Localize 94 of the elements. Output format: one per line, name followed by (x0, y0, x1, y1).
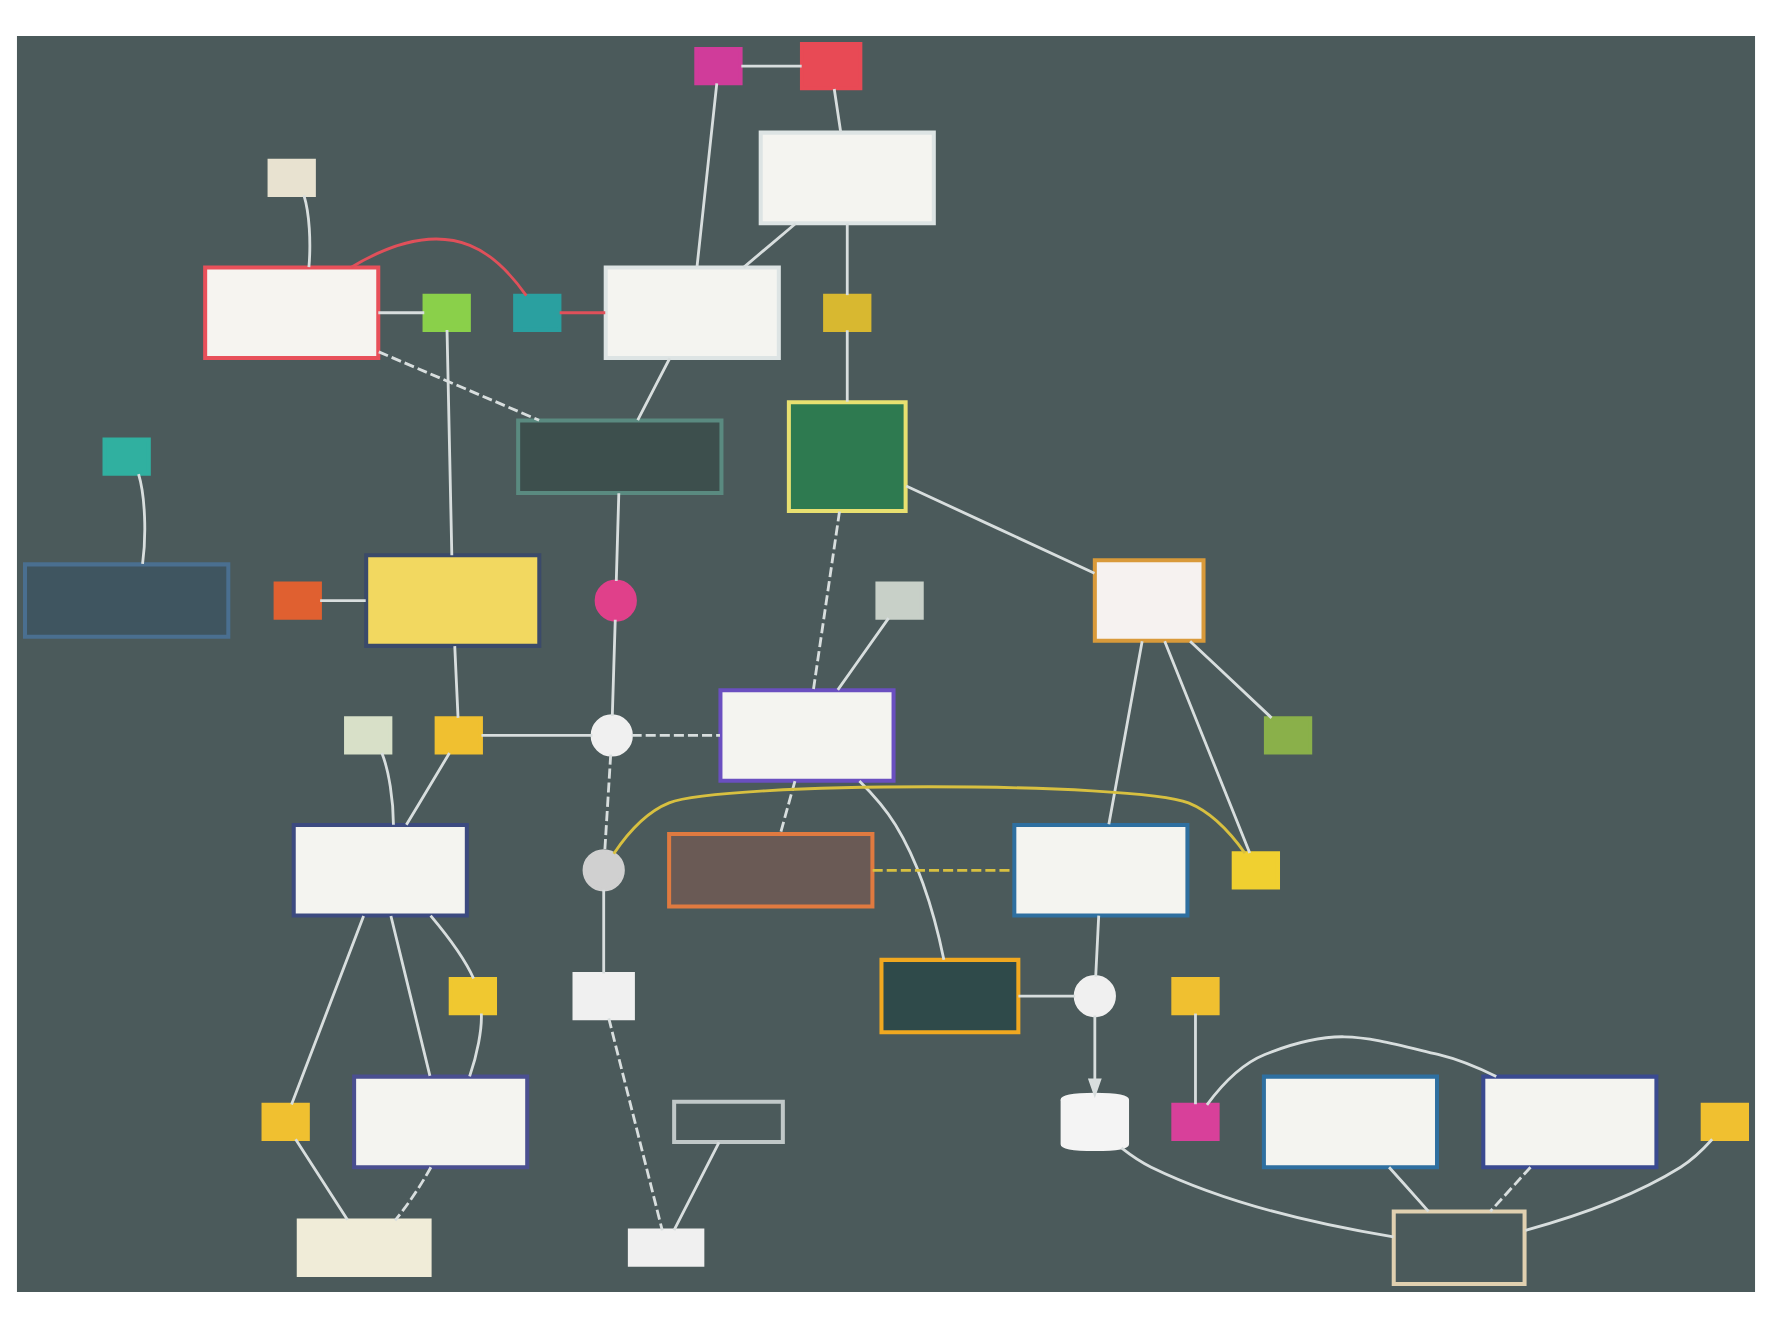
connector (741, 64, 802, 68)
connector (742, 222, 797, 269)
connector (636, 357, 671, 421)
connector (468, 1013, 483, 1077)
node-box (267, 158, 316, 198)
node-box (448, 977, 498, 1016)
connector (1018, 994, 1076, 998)
connector (1388, 1166, 1430, 1213)
connector (405, 752, 451, 826)
connector (1525, 1138, 1714, 1232)
connector (695, 83, 719, 267)
node-box (102, 437, 151, 476)
connector (607, 1018, 664, 1231)
connector (1489, 1166, 1532, 1213)
node-box (1261, 1074, 1440, 1170)
connector (1194, 1013, 1197, 1105)
connector (290, 915, 365, 1106)
node-box (1171, 977, 1220, 1016)
node-circle (594, 579, 637, 622)
connector (845, 330, 849, 402)
node-box (627, 1228, 705, 1267)
connector (481, 734, 593, 737)
node-box (572, 971, 635, 1021)
node-box (823, 293, 872, 332)
connector (610, 619, 617, 716)
connector (1107, 641, 1144, 825)
node-box (879, 957, 1021, 1035)
node-box (516, 418, 724, 495)
connector (1189, 640, 1273, 719)
connector (836, 617, 890, 691)
connector (858, 780, 946, 960)
node-box (603, 265, 781, 361)
connector (631, 734, 720, 737)
connector (380, 752, 395, 825)
connector (778, 780, 797, 835)
connector (389, 915, 432, 1077)
node-box (422, 293, 471, 332)
connector (603, 754, 613, 851)
connector (302, 195, 312, 268)
connector (602, 889, 606, 974)
connector (1094, 915, 1101, 977)
connector (350, 237, 528, 297)
connector (905, 484, 1096, 575)
connector (1120, 1146, 1394, 1239)
connector (378, 350, 540, 422)
node-box (758, 130, 936, 226)
node-box (513, 293, 562, 332)
connector (320, 599, 366, 602)
connector (1163, 640, 1252, 854)
node-box (434, 716, 483, 755)
node-box (296, 1218, 432, 1277)
node-box (273, 581, 322, 620)
node-box (1092, 558, 1206, 643)
node-box (1391, 1209, 1527, 1286)
connector (612, 785, 1247, 855)
connector (394, 1166, 433, 1222)
connector (429, 914, 475, 980)
node-box (786, 400, 908, 514)
connector (614, 493, 621, 582)
node-box (203, 265, 381, 361)
node-box (1481, 1074, 1659, 1170)
node-box (1012, 823, 1190, 918)
connector (812, 511, 841, 690)
node-box (344, 716, 393, 755)
node-circle (590, 714, 633, 757)
node-box (1231, 851, 1280, 890)
connector (445, 330, 454, 556)
node-box (1171, 1102, 1220, 1142)
node-box (1263, 716, 1313, 755)
node-box (352, 1074, 530, 1170)
node-circle (1073, 974, 1116, 1018)
connector (453, 646, 460, 718)
node-box (718, 688, 896, 783)
connector (559, 311, 606, 315)
node-box (875, 581, 924, 620)
node-box (23, 562, 231, 639)
node-box (291, 823, 469, 918)
node-box (1700, 1102, 1749, 1142)
node-box (694, 47, 743, 86)
connector (1205, 1035, 1497, 1106)
node-box (261, 1102, 310, 1142)
connector (294, 1138, 349, 1221)
connector (672, 1141, 721, 1231)
connector (137, 473, 147, 564)
arrow (1087, 1015, 1102, 1099)
node-box (672, 1099, 785, 1145)
connector (872, 868, 1014, 872)
node-box (799, 42, 863, 91)
node-circle (582, 849, 625, 892)
connector (378, 311, 425, 315)
connector (832, 88, 843, 133)
node-box (364, 553, 542, 648)
connector (845, 223, 849, 296)
node-box (667, 832, 875, 909)
